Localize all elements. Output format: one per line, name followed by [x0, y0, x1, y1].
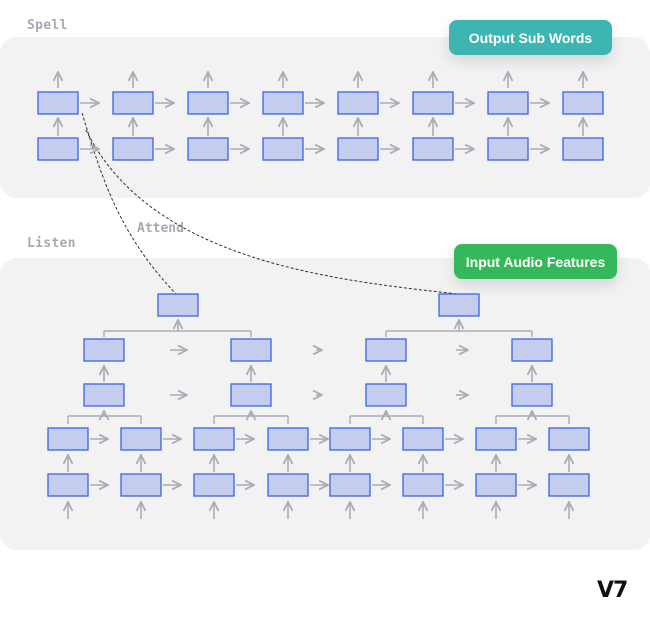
- spell-cell: [262, 137, 304, 161]
- spell-cell: [337, 137, 379, 161]
- listen-pyramid-cell: [511, 383, 553, 407]
- spell-cell: [412, 91, 454, 115]
- spell-cell: [487, 137, 529, 161]
- listen-pyramid-cell: [83, 383, 125, 407]
- listen-cell: [193, 473, 235, 497]
- listen-pyramid-cell: [365, 338, 407, 362]
- listen-pyramid-cell: [511, 338, 553, 362]
- spell-cell: [412, 137, 454, 161]
- listen-cell: [329, 427, 371, 451]
- spell-cell: [112, 137, 154, 161]
- listen-pyramid-cell: [365, 383, 407, 407]
- listen-pyramid-cell: [83, 338, 125, 362]
- spell-cell: [187, 91, 229, 115]
- spell-cell: [337, 91, 379, 115]
- listen-cell: [120, 427, 162, 451]
- spell-section-label: Spell: [27, 18, 68, 33]
- listen-cell: [267, 473, 309, 497]
- listen-cell: [120, 473, 162, 497]
- listen-cell: [47, 473, 89, 497]
- listen-cell: [475, 473, 517, 497]
- listen-cell: [193, 427, 235, 451]
- spell-cell: [187, 137, 229, 161]
- listen-cell: [402, 427, 444, 451]
- listen-section-label: Listen: [27, 236, 76, 251]
- attention-link: [85, 129, 459, 295]
- spell-cell: [112, 91, 154, 115]
- listen-cell: [548, 473, 590, 497]
- listen-top-cell: [438, 293, 480, 317]
- input-audio-features-tag: Input Audio Features: [454, 244, 617, 279]
- v7-logo: V7: [597, 578, 628, 603]
- attention-link: [81, 112, 177, 295]
- listen-cell: [475, 427, 517, 451]
- listen-top-cell: [157, 293, 199, 317]
- listen-pyramid-cell: [230, 338, 272, 362]
- attend-label: Attend: [137, 221, 184, 236]
- spell-cell: [562, 137, 604, 161]
- spell-cell: [487, 91, 529, 115]
- spell-cell: [37, 91, 79, 115]
- spell-cell: [562, 91, 604, 115]
- listen-pyramid-cell: [230, 383, 272, 407]
- listen-cell: [402, 473, 444, 497]
- spell-cell: [262, 91, 304, 115]
- spell-panel: [0, 37, 650, 198]
- output-sub-words-tag: Output Sub Words: [449, 20, 612, 55]
- listen-cell: [329, 473, 371, 497]
- listen-cell: [47, 427, 89, 451]
- spell-cell: [37, 137, 79, 161]
- listen-cell: [267, 427, 309, 451]
- listen-cell: [548, 427, 590, 451]
